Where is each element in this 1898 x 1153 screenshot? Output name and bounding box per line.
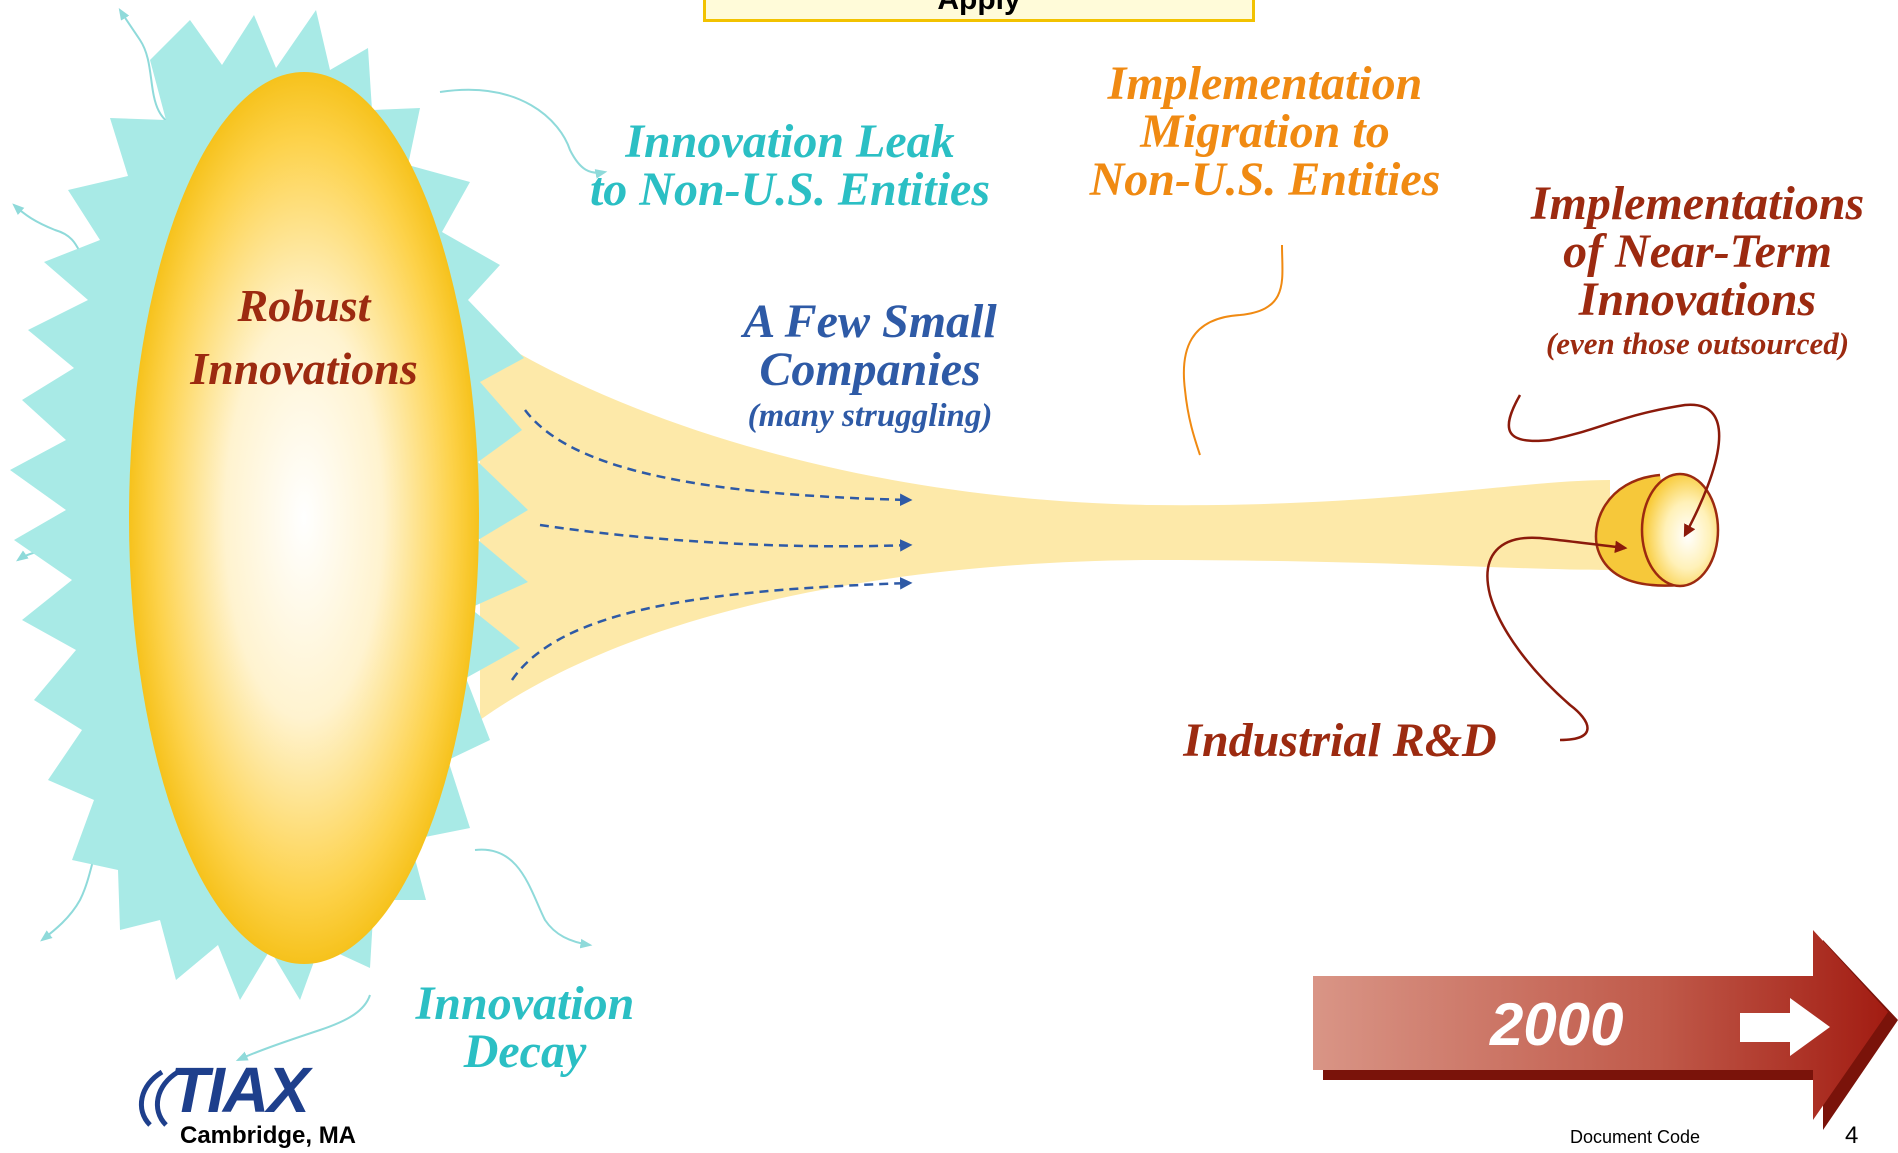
near-term-line1: Implementations [1530,177,1865,230]
decay-line1: Innovation [415,977,635,1030]
small-companies-label: A Few Small Companies (many struggling) [720,298,1020,433]
leak-line1: Innovation Leak [625,115,955,168]
migration-line [1182,244,1284,456]
tiax-logo-icon [139,1069,180,1127]
small-co-line2: Companies [759,343,981,396]
core-label-line2: Innovations [190,342,418,394]
location-text: Cambridge, MA [180,1122,357,1149]
industrial-rd-label: Industrial R&D [1183,714,1497,767]
year-label: 2000 [1490,991,1624,1058]
page-title: Apply [706,0,1252,17]
core-label-line1: Robust [237,280,371,331]
document-code: Document Code [1570,1127,1701,1147]
small-company-arrows [510,409,913,681]
near-term-label: Implementations of Near-Term Innovations… [1500,177,1895,361]
decay-line2: Decay [463,1025,587,1078]
near-term-line3: Innovations [1578,273,1817,326]
industrial-rd-pod [1594,472,1720,588]
robust-innovations-core [129,72,479,964]
right-arrow-icon [1740,998,1830,1056]
migration-line1: Implementation [1107,57,1423,110]
migration-line2: Migration to [1140,105,1390,158]
small-co-note: (many struggling) [747,398,993,434]
timeline-arrow [1313,930,1898,1130]
core-label: Robust Innovations [164,275,444,400]
near-term-note: (even those outsourced) [1545,326,1850,361]
innovation-decay-label: Innovation Decay [390,980,660,1076]
migration-label: Implementation Migration to Non-U.S. Ent… [1050,60,1480,204]
leak-line2: to Non-U.S. Entities [589,163,991,216]
near-term-line2: of Near-Term [1563,225,1832,278]
innovation-leak-label: Innovation Leak to Non-U.S. Entities [560,118,1020,214]
innovation-funnel [480,330,1610,720]
tiax-logo-text: TIAX [170,1054,310,1126]
callout-lines [1486,394,1721,742]
title-box: Apply [703,0,1255,22]
small-co-line1: A Few Small [743,295,997,348]
page-number: 4 [1845,1122,1859,1149]
migration-line3: Non-U.S. Entities [1089,153,1441,206]
